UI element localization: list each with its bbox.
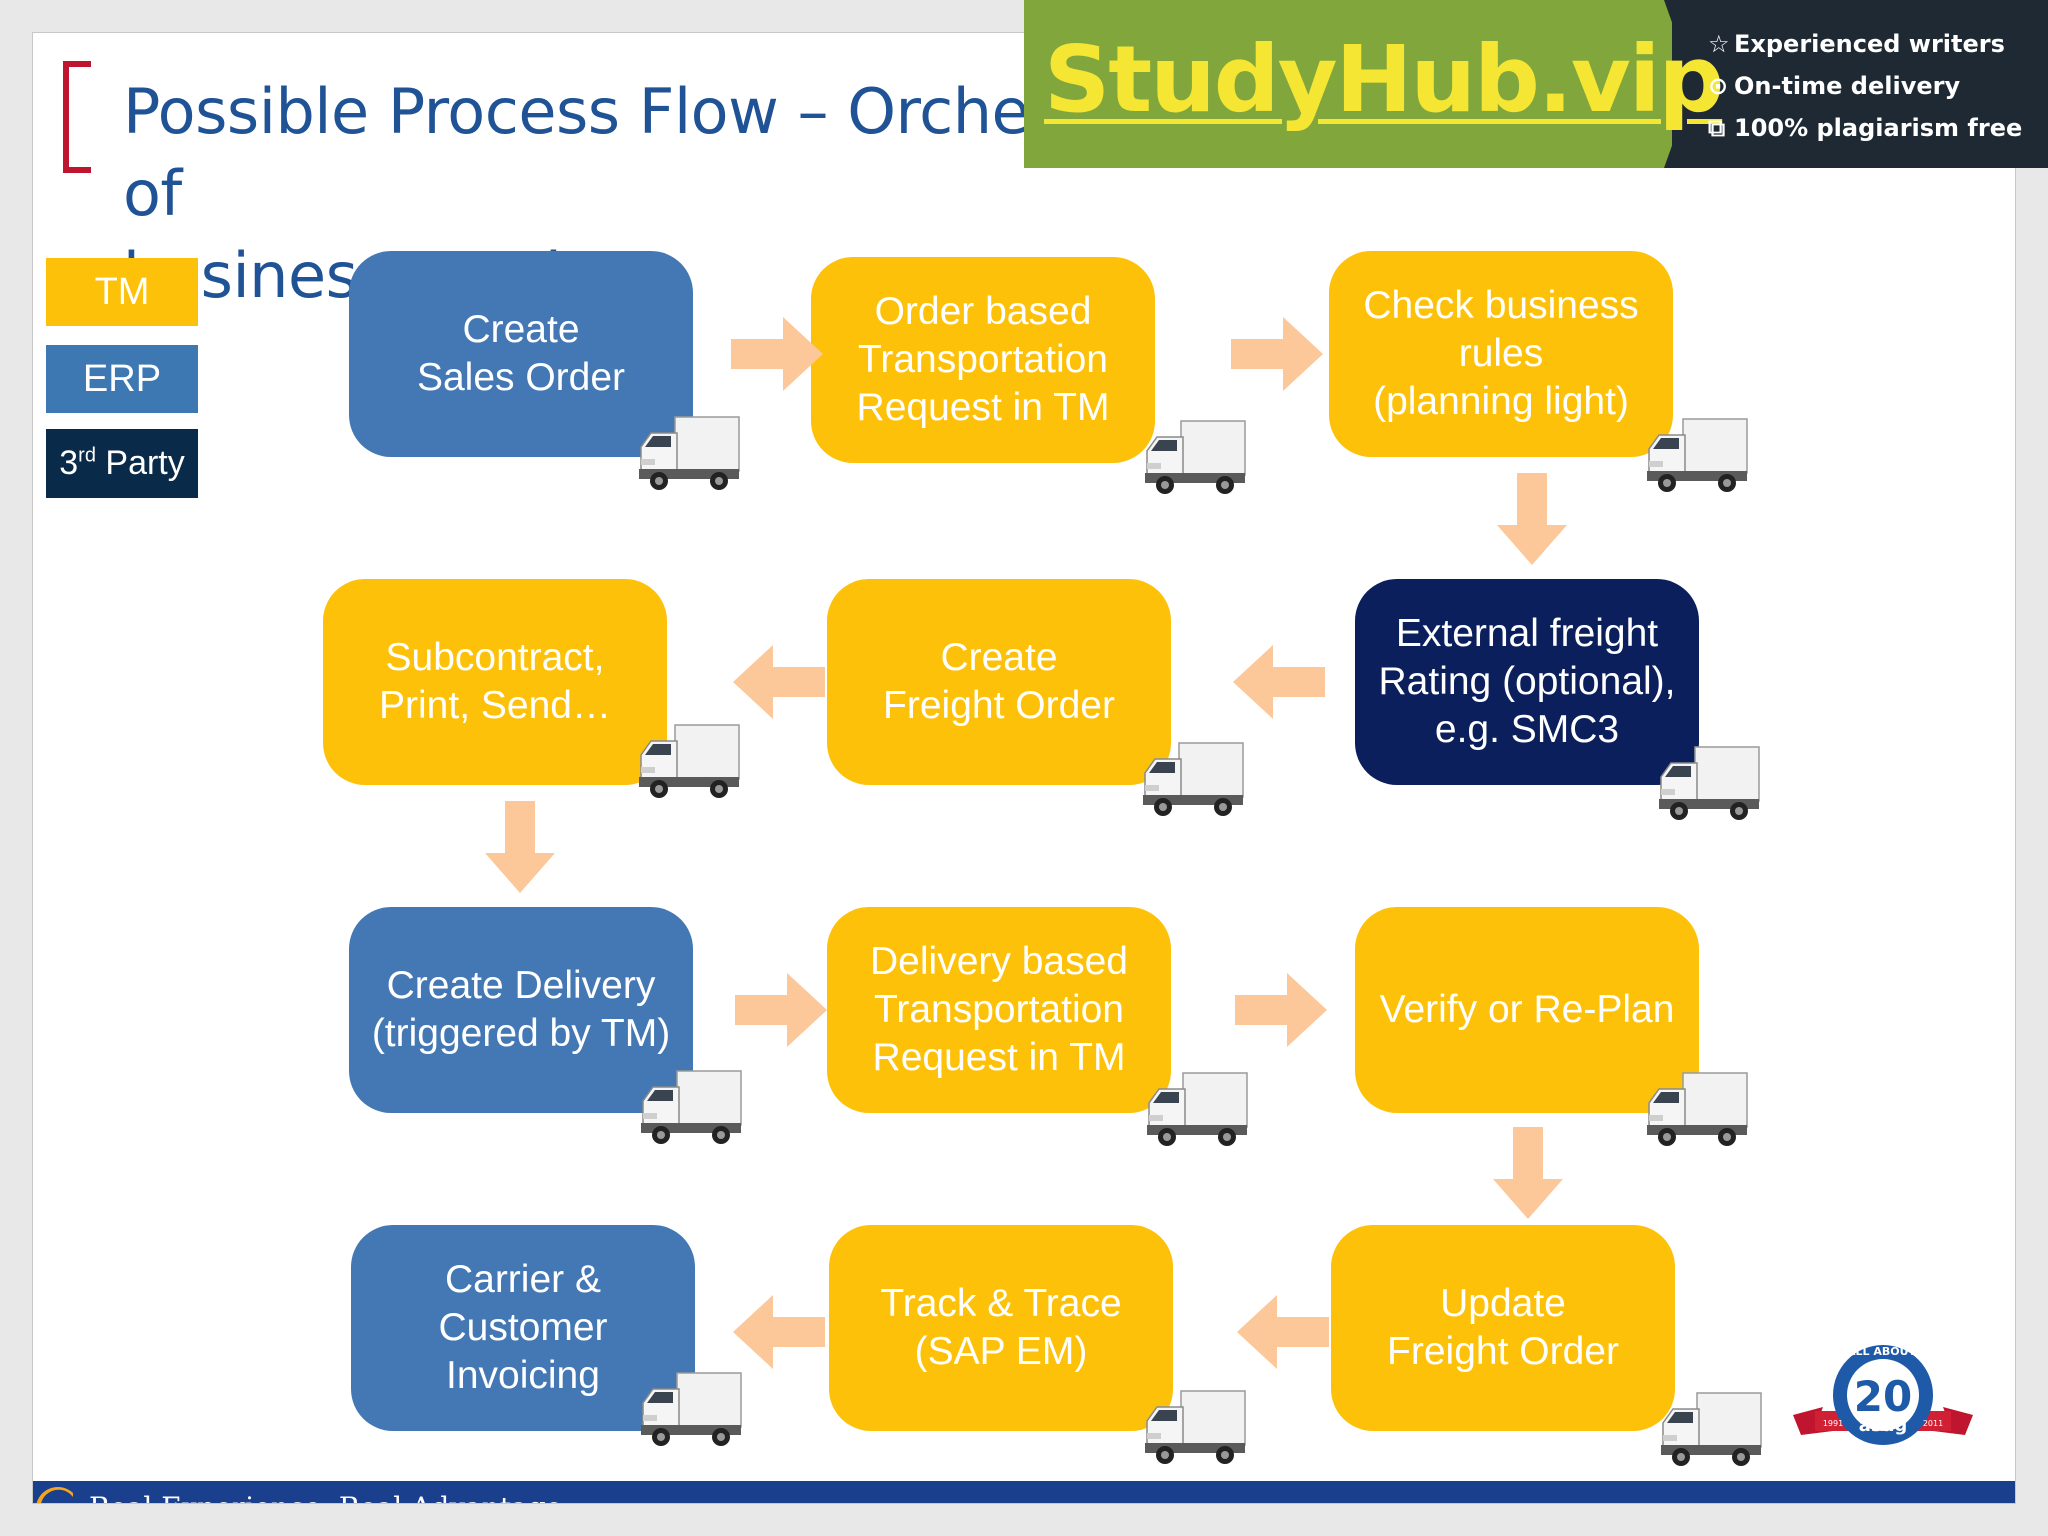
truck-icon	[1658, 746, 1760, 821]
svg-text:asug: asug	[1859, 1415, 1908, 1436]
banner-feature-on-time-delivery: ⊙On-time delivery	[1708, 72, 1961, 100]
banner-dark-panel	[1672, 0, 2048, 168]
step-delivery-based-tr: Delivery based Transportation Request in…	[827, 907, 1171, 1113]
arrow-right-icon	[1235, 973, 1327, 1047]
svg-text:20: 20	[1854, 1372, 1912, 1421]
clock-icon: ⊙	[1708, 72, 1729, 100]
arrow-left-icon	[1233, 645, 1325, 719]
truck-icon	[638, 724, 740, 799]
truck-icon	[1646, 418, 1748, 493]
arrow-down-icon	[485, 801, 555, 893]
step-external-freight-rating: External freight Rating (optional), e.g.…	[1355, 579, 1699, 785]
banner-feature-plagiarism-free: ⧉100% plagiarism free	[1708, 114, 2023, 142]
arrow-right-icon	[1231, 317, 1323, 391]
studyhub-watermark-banner[interactable]: StudyHub.vip ☆Experienced writers ⊙On-ti…	[1024, 0, 2048, 168]
asug-20-logo: IT'S ALL ABOUT YOU 20 asug 1991 2011	[1793, 1345, 1973, 1445]
banner-green-panel	[1024, 0, 1664, 168]
truck-icon	[1660, 1392, 1762, 1467]
svg-text:1991: 1991	[1823, 1419, 1843, 1428]
truck-icon	[640, 1372, 742, 1447]
star-icon: ☆	[1708, 30, 1730, 58]
arrow-left-icon	[1237, 1295, 1329, 1369]
title-bracket	[63, 61, 91, 173]
legend-erp-label: ERP	[82, 357, 162, 400]
arrow-down-icon	[1493, 1127, 1563, 1219]
step-carrier-customer-invoicing: Carrier & Customer Invoicing	[351, 1225, 695, 1431]
step-subcontract-print-send: Subcontract, Print, Send…	[323, 579, 667, 785]
arrow-left-icon	[733, 645, 825, 719]
truck-icon	[1146, 1072, 1248, 1147]
step-verify-replan: Verify or Re-Plan	[1355, 907, 1699, 1113]
truck-icon	[1144, 420, 1246, 495]
step-check-business-rules: Check business rules (planning light)	[1329, 251, 1673, 457]
step-create-freight-order: Create Freight Order	[827, 579, 1171, 785]
footer-bar: Real Experience. Real Advantage.	[33, 1481, 2015, 1503]
copy-icon: ⧉	[1708, 114, 1726, 142]
g-logo-icon	[36, 1487, 73, 1503]
legend-tm-label: TM	[94, 270, 150, 313]
legend-erp: ERP	[46, 345, 198, 413]
banner-feature-experienced-writers: ☆Experienced writers	[1708, 30, 2005, 58]
step-create-sales-order: Create Sales Order	[349, 251, 693, 457]
truck-icon	[1646, 1072, 1748, 1147]
truck-icon	[640, 1070, 742, 1145]
arrow-down-icon	[1497, 473, 1567, 565]
truck-icon	[1142, 742, 1244, 817]
step-track-trace: Track & Trace (SAP EM)	[829, 1225, 1173, 1431]
arrow-right-icon	[731, 317, 823, 391]
truck-icon	[638, 416, 740, 491]
legend-third-party-label: 3rd Party	[59, 444, 185, 482]
footer-tagline: Real Experience. Real Advantage.	[89, 1491, 571, 1503]
studyhub-logo: StudyHub.vip	[1044, 26, 1724, 133]
arrow-right-icon	[735, 973, 827, 1047]
arrow-left-icon	[733, 1295, 825, 1369]
svg-text:2011: 2011	[1923, 1419, 1943, 1428]
truck-icon	[1144, 1390, 1246, 1465]
step-order-based-tr: Order based Transportation Request in TM	[811, 257, 1155, 463]
step-create-delivery: Create Delivery (triggered by TM)	[349, 907, 693, 1113]
legend-tm: TM	[46, 258, 198, 326]
svg-text:IT'S ALL ABOUT YOU: IT'S ALL ABOUT YOU	[1820, 1345, 1945, 1358]
legend-third-party: 3rd Party	[46, 429, 198, 498]
step-update-freight-order: Update Freight Order	[1331, 1225, 1675, 1431]
slide: Possible Process Flow – Orchestration of…	[32, 32, 2016, 1504]
